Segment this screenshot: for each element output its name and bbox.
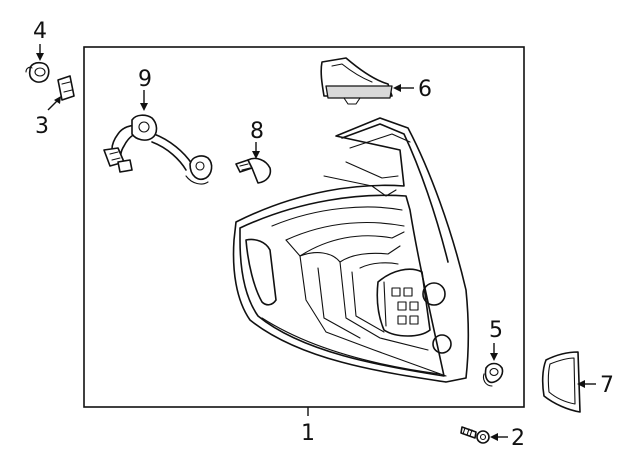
assembly-frame	[83, 46, 525, 408]
callout-2: 2	[511, 426, 525, 451]
clip-nut-part-3[interactable]	[57, 75, 75, 101]
leader-lines	[36, 44, 596, 441]
callout-5: 5	[489, 318, 503, 343]
screw-part-2[interactable]	[460, 426, 490, 444]
bulb-part-8[interactable]	[235, 157, 272, 184]
callout-6: 6	[418, 77, 432, 102]
bracket-part-6[interactable]	[320, 57, 393, 105]
gasket-part-7[interactable]	[541, 351, 581, 413]
callout-4: 4	[33, 19, 47, 44]
tail-lamp-assembly[interactable]	[232, 117, 470, 383]
grommet-part-5[interactable]	[482, 362, 504, 387]
callout-9: 9	[138, 67, 152, 92]
grommet-part-4[interactable]	[25, 61, 50, 83]
callout-8: 8	[250, 119, 264, 144]
callout-3: 3	[35, 114, 49, 139]
callout-7: 7	[600, 373, 614, 398]
wiring-harness-part-9[interactable]	[103, 114, 213, 185]
callout-1: 1	[301, 421, 315, 446]
